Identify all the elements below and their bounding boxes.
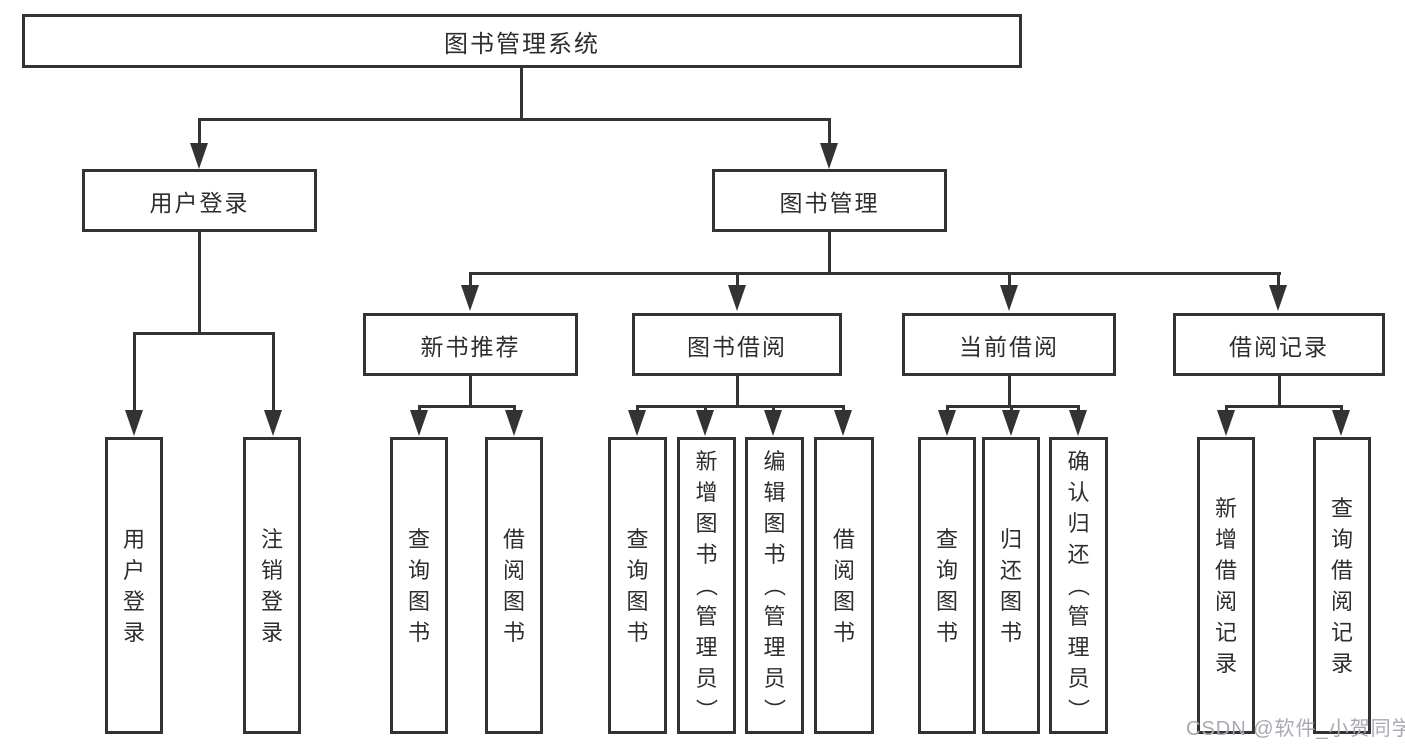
node-borrow-records: 借阅记录 (1173, 313, 1385, 376)
node-query-books-borrow-label: 查询图书 (626, 526, 649, 645)
arrow-down-icon (834, 410, 852, 436)
arrow-down-icon (1217, 410, 1235, 436)
node-current-borrow-label: 当前借阅 (959, 333, 1059, 360)
connector-root-hline (198, 118, 831, 121)
arrow-down-icon (728, 285, 746, 311)
node-current-borrow: 当前借阅 (902, 313, 1116, 376)
connector-current-down (1008, 376, 1011, 408)
node-borrow-records-label: 借阅记录 (1229, 333, 1329, 360)
node-book-borrow-label: 图书借阅 (687, 333, 787, 360)
node-borrow-books-recommend: 借阅图书 (485, 437, 543, 734)
node-user-login-label: 用户登录 (149, 189, 250, 216)
arrow-down-icon (696, 410, 714, 436)
node-book-management: 图书管理 (712, 169, 947, 232)
connector-recommend-hline (418, 405, 516, 408)
node-add-borrow-record: 新增借阅记录 (1197, 437, 1255, 734)
connector-logout-leaf-stem (272, 332, 275, 414)
connector-records-down (1278, 376, 1281, 408)
csdn-watermark: CSDN @软件_小贺同学 (1186, 718, 1405, 740)
node-query-books-recommend: 查询图书 (390, 437, 448, 734)
node-edit-book-admin: 编辑图书（管理员） (745, 437, 804, 734)
node-query-borrow-record-label: 查询借阅记录 (1330, 495, 1353, 676)
connector-recommend-down (469, 376, 472, 408)
node-book-management-label: 图书管理 (779, 189, 880, 216)
arrow-down-icon (461, 285, 479, 311)
connector-records-hline (1225, 405, 1343, 408)
connector-login-leaf-stem (133, 332, 136, 414)
connector-login-branch-hline (133, 332, 275, 335)
node-user-login-leaf: 用户登录 (105, 437, 163, 734)
node-book-borrow: 图书借阅 (632, 313, 842, 376)
node-add-book-admin: 新增图书（管理员） (677, 437, 736, 734)
node-new-book-recommend: 新书推荐 (363, 313, 578, 376)
node-user-login-leaf-label: 用户登录 (122, 526, 145, 645)
arrow-down-icon (410, 410, 428, 436)
connector-book-mgmt-stem (828, 118, 831, 150)
node-logout-leaf-label: 注销登录 (260, 526, 283, 645)
node-logout-leaf: 注销登录 (243, 437, 301, 734)
node-return-book: 归还图书 (982, 437, 1040, 734)
node-return-book-label: 归还图书 (999, 526, 1022, 645)
arrow-down-icon (764, 410, 782, 436)
arrow-down-icon (628, 410, 646, 436)
arrow-down-icon (505, 410, 523, 436)
arrow-down-icon (1002, 410, 1020, 436)
node-query-books-current: 查询图书 (918, 437, 976, 734)
connector-mgmt-branch-hline (469, 272, 1281, 275)
node-library-system-label: 图书管理系统 (444, 30, 600, 58)
arrow-down-icon (1332, 410, 1350, 436)
node-confirm-return-admin-label: 确认归还（管理员） (1065, 449, 1091, 721)
node-query-borrow-record: 查询借阅记录 (1313, 437, 1371, 734)
node-query-books-borrow: 查询图书 (608, 437, 667, 734)
connector-recommend-stem (469, 272, 472, 290)
arrow-down-icon (264, 410, 282, 436)
node-edit-book-admin-label: 编辑图书（管理员） (761, 449, 787, 721)
connector-user-login-stem (198, 118, 201, 150)
node-add-borrow-record-label: 新增借阅记录 (1214, 495, 1237, 676)
node-borrow-books-leaf-label: 借阅图书 (832, 526, 855, 645)
node-confirm-return-admin: 确认归还（管理员） (1049, 437, 1108, 734)
connector-login-branch-stem (198, 232, 201, 335)
arrow-down-icon (1000, 285, 1018, 311)
connector-root-stem (520, 68, 523, 118)
connector-borrow-stem (736, 272, 739, 290)
node-query-books-recommend-label: 查询图书 (407, 526, 430, 645)
connector-mgmt-branch-stem (828, 232, 831, 275)
arrow-down-icon (820, 143, 838, 169)
node-new-book-recommend-label: 新书推荐 (420, 333, 521, 360)
arrow-down-icon (938, 410, 956, 436)
node-query-books-current-label: 查询图书 (935, 526, 958, 645)
arrow-down-icon (1069, 410, 1087, 436)
connector-borrow-hline (636, 405, 845, 408)
node-borrow-books-leaf: 借阅图书 (814, 437, 874, 734)
connector-current-hline (946, 405, 1080, 408)
connector-borrow-down (736, 376, 739, 408)
node-user-login: 用户登录 (82, 169, 317, 232)
node-borrow-books-recommend-label: 借阅图书 (502, 526, 525, 645)
connector-records-stem (1277, 272, 1280, 290)
connector-current-stem (1008, 272, 1011, 290)
arrow-down-icon (1269, 285, 1287, 311)
node-add-book-admin-label: 新增图书（管理员） (693, 449, 719, 721)
arrow-down-icon (190, 143, 208, 169)
arrow-down-icon (125, 410, 143, 436)
node-library-system: 图书管理系统 (22, 14, 1022, 68)
